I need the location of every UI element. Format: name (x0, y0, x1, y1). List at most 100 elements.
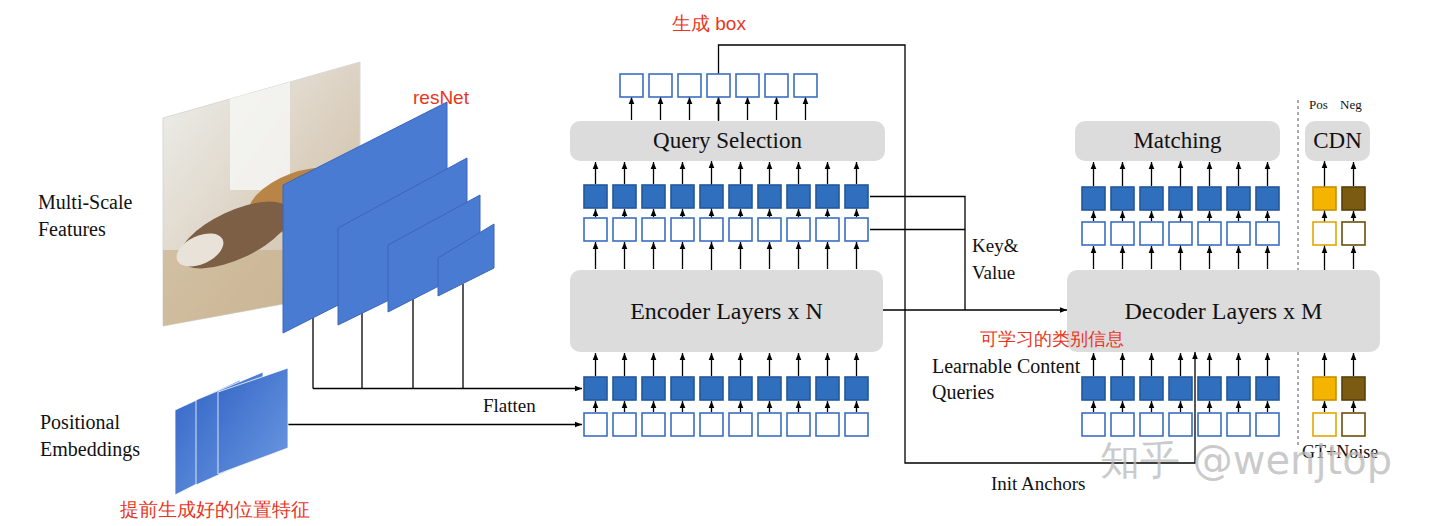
flow-arrow (660, 97, 661, 120)
layer-box: Encoder Layers x N (570, 270, 883, 352)
flow-arrow (856, 353, 857, 376)
flow-arrow (1238, 211, 1239, 221)
token-square (1313, 413, 1336, 436)
flow-arrow (769, 162, 770, 184)
flow-arrow (624, 401, 625, 412)
flow-arrow (740, 242, 741, 269)
token-square (1140, 222, 1163, 245)
watermark: 知乎 @wenjtop (1100, 434, 1392, 486)
token-square (729, 185, 752, 208)
flow-arrow (595, 162, 596, 184)
annotation-text: 生成 box (672, 12, 746, 37)
flow-arrow (1209, 401, 1210, 412)
layer-box: Matching (1075, 121, 1280, 161)
flow-arrow (805, 97, 806, 120)
flow-arrow (1122, 211, 1123, 221)
flow-arrow (740, 401, 741, 412)
flow-arrow (624, 242, 625, 269)
token-square (671, 377, 694, 400)
token-square (1342, 413, 1365, 436)
positional-maps (175, 368, 288, 495)
flow-connector (1324, 161, 1325, 270)
layer-box: Query Selection (570, 121, 885, 161)
flow-arrow (595, 209, 596, 217)
edge-label: Init Anchors (991, 472, 1085, 497)
flow-arrow (682, 162, 683, 184)
flow-arrow (653, 162, 654, 184)
flow-arrow (1093, 353, 1094, 376)
token-square (649, 74, 672, 97)
flow-arrow (718, 97, 719, 120)
token-square (620, 74, 643, 97)
token-square (642, 413, 665, 436)
key-value-lines (870, 197, 965, 311)
flow-arrow (595, 353, 596, 376)
feature-maps (283, 102, 494, 333)
annotation-text: Flatten (483, 394, 536, 419)
box-label: Matching (1133, 128, 1221, 153)
flow-arrow (1151, 401, 1152, 412)
token-square (1169, 413, 1192, 436)
flow-arrow (682, 209, 683, 217)
flow-arrow (711, 401, 712, 412)
flow-connector (883, 309, 1067, 310)
token-square (729, 377, 752, 400)
token-square (1111, 377, 1134, 400)
flow-arrow (1353, 353, 1354, 376)
flow-arrow (856, 242, 857, 269)
token-square (736, 74, 759, 97)
token-square (700, 185, 723, 208)
flow-arrow (1093, 246, 1094, 269)
flow-arrow (1238, 162, 1239, 186)
token-square (729, 218, 752, 241)
annotation-text: 可学习的类别信息 (980, 328, 1124, 351)
token-square (678, 74, 701, 97)
token-square (845, 218, 868, 241)
flow-arrow (827, 353, 828, 376)
flow-arrow (1093, 162, 1094, 186)
flow-arrow (1209, 211, 1210, 221)
token-square (642, 185, 665, 208)
token-square (794, 74, 817, 97)
token-square (787, 185, 810, 208)
token-square (816, 413, 839, 436)
token-square (700, 377, 723, 400)
token-square (1198, 377, 1221, 400)
token-square (671, 413, 694, 436)
token-square (1111, 222, 1134, 245)
token-square (787, 413, 810, 436)
flow-connector (1180, 161, 1181, 270)
flow-arrow (856, 401, 857, 412)
flow-connector (711, 161, 712, 270)
flow-arrow (1209, 162, 1210, 186)
flow-arrow (1093, 211, 1094, 221)
token-square (1256, 413, 1279, 436)
token-square (787, 218, 810, 241)
flow-arrow (1267, 246, 1268, 269)
token-square (1342, 222, 1365, 245)
flow-arrow (1151, 162, 1152, 186)
flow-arrow (682, 401, 683, 412)
token-square (1111, 187, 1134, 210)
token-square (584, 185, 607, 208)
flow-arrow (1324, 353, 1325, 376)
token-square (584, 413, 607, 436)
flow-arrow (769, 401, 770, 412)
layer-box: CDN (1305, 121, 1370, 161)
token-square (1082, 377, 1105, 400)
flow-arrow (769, 209, 770, 217)
token-square (1198, 187, 1221, 210)
token-square (1082, 413, 1105, 436)
token-square (642, 377, 665, 400)
token-square (1227, 413, 1250, 436)
token-square (1082, 222, 1105, 245)
flow-arrow (1238, 353, 1239, 376)
flow-arrow (740, 209, 741, 217)
flow-arrow (827, 162, 828, 184)
flow-arrow (1209, 353, 1210, 376)
flow-arrow (1151, 246, 1152, 269)
token-square (671, 185, 694, 208)
flow-arrow (769, 353, 770, 376)
flow-arrow (1151, 211, 1152, 221)
flow-arrow (1353, 211, 1354, 221)
